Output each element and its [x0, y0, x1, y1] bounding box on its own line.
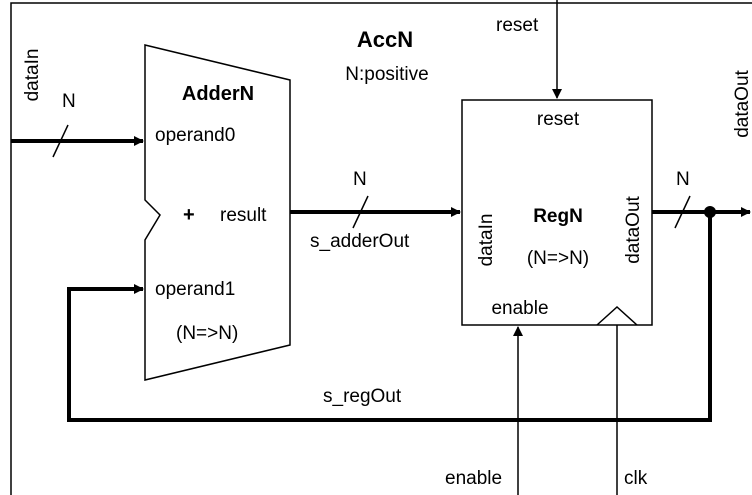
adder-mapping: (N=>N) — [176, 323, 238, 344]
datain-port-label: dataIn — [22, 49, 43, 102]
clk-port-label: clk — [624, 468, 648, 489]
datain-bus-width: N — [62, 91, 76, 112]
dataout-port-label: dataOut — [732, 69, 752, 137]
dataout-bus-slash — [674, 195, 691, 229]
enable-port-label: enable — [445, 468, 502, 489]
register-port-reset: reset — [537, 109, 580, 130]
adder-port-result: result — [220, 205, 267, 226]
register-mapping: (N=>N) — [527, 248, 589, 269]
adder-op-symbol: + — [183, 204, 195, 226]
register-port-datain: dataIn — [476, 214, 497, 267]
adder-out-bus-slash — [352, 195, 369, 229]
reset-port-label: reset — [496, 15, 539, 36]
register-port-dataout: dataOut — [623, 195, 644, 263]
signal-s-adderout: s_adderOut — [310, 231, 410, 252]
register-name: RegN — [533, 206, 583, 227]
adder-out-bus-width: N — [353, 169, 367, 190]
adder-block — [144, 44, 291, 381]
adder-name: AdderN — [182, 83, 254, 105]
module-name: AccN — [357, 27, 413, 52]
dataout-bus-width: N — [676, 169, 690, 190]
adder-port-operand0: operand0 — [155, 125, 235, 146]
clock-edge-symbol — [596, 305, 638, 326]
register-block — [461, 99, 653, 326]
module-generic: N:positive — [345, 64, 428, 85]
feedback-wire — [67, 212, 712, 422]
module-frame — [10, 2, 752, 495]
signal-s-regout: s_regOut — [323, 386, 402, 407]
register-port-enable: enable — [491, 298, 548, 319]
datain-bus-slash — [52, 124, 69, 158]
adder-port-operand1: operand1 — [155, 279, 235, 300]
